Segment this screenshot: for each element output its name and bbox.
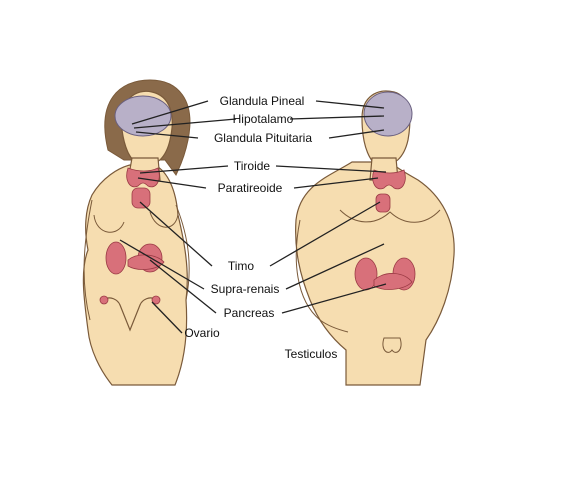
label-parathyroid: Paratireoide [218,181,283,195]
leader-hypothalamus-female [133,118,237,129]
label-testicles: Testiculos [285,347,338,361]
male-brain [363,91,413,137]
male-pancreas [373,273,413,290]
label-adrenals: Supra-renais [211,282,280,296]
female-brain [114,95,172,137]
female-breast-left [93,214,125,233]
leader-pancreas-male [281,283,387,314]
leader-pituitary-male [328,129,385,139]
female-ovary-right [151,295,161,305]
male-thyroid [372,169,406,190]
female-breast-right [149,211,179,228]
leader-parathyroid-male [293,177,379,189]
leader-thyroid-male [275,165,387,173]
label-pituitary: Glandula Pituitaria [214,131,312,145]
female-thymus [131,187,151,209]
label-thymus: Timo [228,259,255,273]
leader-thymus-female [139,201,213,267]
label-pineal: Glandula Pineal [220,94,305,108]
leader-pineal-female [131,100,209,125]
leader-adrenals-female [119,239,205,290]
male-figure [295,90,455,386]
female-ovary-left [99,295,109,305]
label-ovary: Ovario [184,326,220,340]
leader-thymus-male [269,201,381,267]
label-thyroid: Tiroide [234,159,271,173]
female-ovary [103,297,157,332]
leader-thyroid-female [139,165,229,174]
leader-pituitary-female [135,131,199,139]
leader-hypothalamus-male [289,115,385,120]
leader-parathyroid-female [137,177,207,189]
female-arm-right [175,204,190,301]
labels: Glandula Pineal Hipotalamo Glandula Pitu… [184,94,337,361]
female-pancreas [127,254,165,270]
label-hypothalamus: Hipotalamo [233,112,294,126]
leader-ovary [151,301,183,334]
male-thymus [375,193,391,213]
leader-pancreas-female [149,259,217,314]
label-pancreas: Pancreas [224,306,275,320]
male-testicles [382,337,402,353]
female-arm-left [83,199,93,321]
female-adrenal-kidney-left [105,241,127,275]
leader-pineal-male [315,100,385,109]
leader-lines [119,100,387,334]
male-chest [339,209,441,223]
female-body [82,164,188,386]
leader-adrenals-male [285,243,385,290]
female-figure [82,79,191,386]
